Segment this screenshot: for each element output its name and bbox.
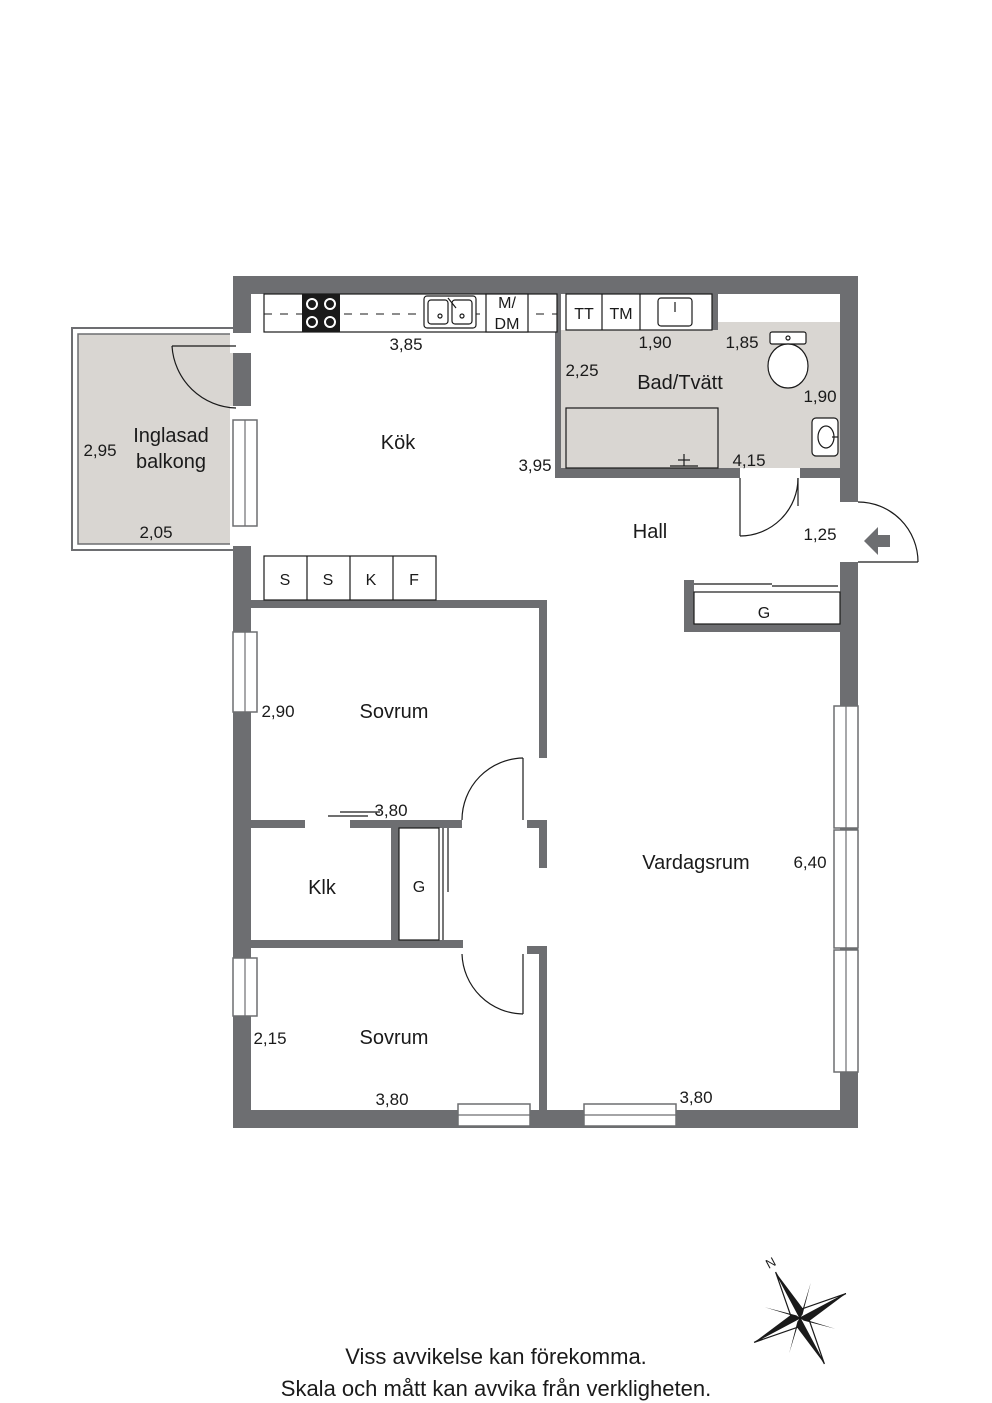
cabinet-label-f: F [409,572,419,589]
entrance-arrow-icon [864,527,890,555]
bathtub-area [565,407,719,469]
cabinet-label-k: K [366,572,377,589]
living-room-windows [833,705,859,1073]
dim-balkong-depth: 2,95 [83,441,116,460]
room-label-klk: Klk [308,877,337,899]
dim-sovrum2-depth: 2,15 [253,1029,286,1048]
dim-sovrum2-width: 3,80 [375,1090,408,1109]
dim-hall-width: 1,25 [803,525,836,544]
toilet-icon [767,331,809,389]
dimension-labels: 3,85 3,95 2,25 1,90 1,85 1,90 4,15 1,25 … [83,333,836,1109]
room-label-kok: Kök [381,432,416,454]
glazed-balcony [71,327,237,551]
dim-bad-side: 1,90 [803,387,836,406]
dim-balkong-width: 2,05 [139,523,172,542]
cabinet-label-s1: S [280,572,291,589]
dryer-label: TT [574,306,594,323]
stove-icon [302,294,340,332]
bottom-wall-windows [457,1103,677,1127]
room-label-vardagsrum: Vardagsrum [642,852,749,874]
dim-vardagsrum-depth: 6,40 [793,853,826,872]
dim-bad-top-right: 1,85 [725,333,758,352]
cabinet-label-s2: S [323,572,334,589]
room-label-balkong-1: Inglasad [133,425,209,447]
dim-bad-bottom: 4,15 [732,451,765,470]
dim-sovrum1-depth: 2,90 [261,702,294,721]
room-label-sovrum-1: Sovrum [360,701,429,723]
hall-wardrobe: G [693,583,841,625]
dim-sovrum1-width: 3,80 [374,801,407,820]
hall-wardrobe-label: G [758,605,770,622]
dim-kok-depth: 3,95 [518,456,551,475]
dim-bad-depth: 2,25 [565,361,598,380]
compass-rose-icon: N [753,1254,847,1365]
compass-north-label: N [763,1254,778,1272]
disclaimer-line-1: Viss avvikelse kan förekomma. [345,1344,647,1369]
room-label-bad: Bad/Tvätt [637,372,723,394]
kitchen-cabinets: S S K F [263,555,437,601]
room-label-balkong-2: balkong [136,451,206,473]
wash-basin-icon [657,297,693,327]
small-basin-icon [811,417,839,457]
dim-bad-top-left: 1,90 [638,333,671,352]
dim-vardagsrum-width: 3,80 [679,1088,712,1107]
room-label-hall: Hall [633,521,667,543]
klk-sliding-door [328,811,380,817]
kitchen-counter: M/ DM [263,293,558,333]
kitchen-sink-icon [423,295,477,329]
closet: G [398,827,449,941]
left-wall-openings [230,333,258,1017]
bathroom-fixtures: TT TM [565,293,839,469]
microwave-dishwasher-label-bottom: DM [495,316,520,333]
washer-label: TM [609,306,632,323]
interior-walls [251,294,858,1116]
closet-label: G [413,879,425,896]
disclaimer-line-2: Skala och mått kan avvika från verklighe… [280,1376,712,1401]
microwave-dishwasher-label-top: M/ [498,295,516,312]
room-label-sovrum-2: Sovrum [360,1027,429,1049]
doors [171,345,919,1015]
room-labels: Kök Bad/Tvätt Hall Vardagsrum Sovrum Sov… [133,372,750,1049]
dim-kok-width: 3,85 [389,335,422,354]
